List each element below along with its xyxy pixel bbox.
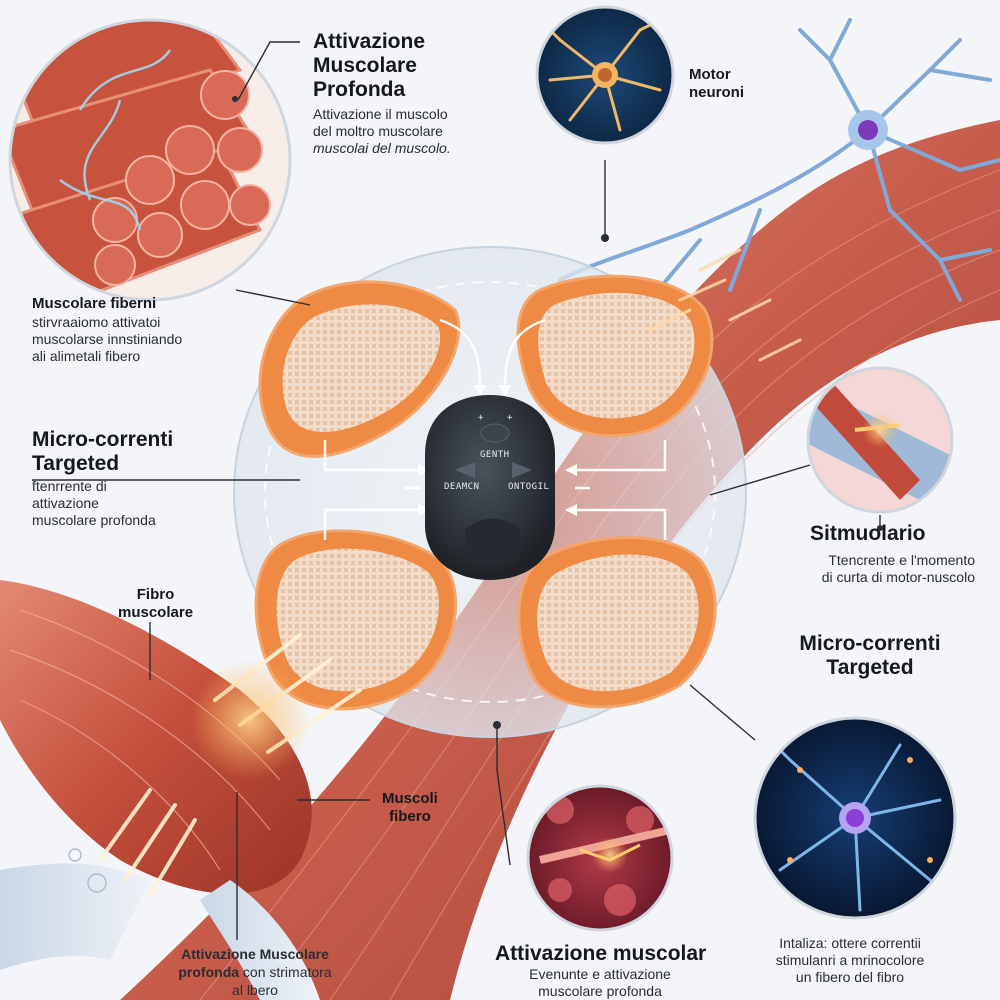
electrode-pad-bottom-right [517,536,717,709]
fiber-zoom [808,368,952,512]
top-body: Attivazione il muscolo del moltro muscol… [313,106,448,139]
bottom-left-body-inline: con strimatora [239,964,332,980]
neuron-zoom-top [537,7,673,143]
bottom-left-title: Attivazione Muscolare [181,946,329,962]
fibro-label: Fibro muscolare [118,586,194,621]
bottom-mid-title: Attivazione muscolar [495,942,707,965]
motor-label: Motor neuroni [689,66,744,101]
electrode-pad-bottom-left [254,529,457,711]
right-lower-title: Micro-correnti Targeted [799,632,941,679]
right-mid-title: Sitmuolario [810,522,926,545]
top-title: Attivazione Muscolare Profonda [313,30,426,101]
left-mid-title: Micro-correnti Targeted [32,428,174,475]
neuron-upper-right [558,18,1000,302]
left-upper-body: stirvraaiomo attivatoi muscolarse innsti… [32,314,183,364]
left-upper-title: Muscolare fiberni [32,295,157,312]
electrode-pad-top-left [258,280,461,458]
device-right-label[interactable]: ONTOGIL [508,482,550,492]
device-plus-left[interactable]: + [478,413,484,423]
bottom-right-body: Intaliza: ottere correntii stimulanri a … [775,935,925,985]
bottom-left-title-2: profonda [178,964,240,980]
top-body-italic: muscolai del muscolo. [313,140,451,156]
right-mid-body: Ttencrente e l'momento di curta di motor… [821,552,975,585]
bottom-mid-body: Evenunte e attivazione muscolare profond… [529,966,671,999]
bottom-left-caption: Attivazione Muscolare profonda con strim… [140,945,370,999]
muscle-activation-zoom [528,786,672,930]
left-mid-body: ftenrrente di attivazione muscolare prof… [32,478,156,528]
neuron-zoom-bottom [755,718,955,918]
lower-left-muscle [0,580,312,894]
stimulator-device [425,395,555,580]
muscoli-label: Muscoli fibero [382,790,438,825]
bottom-left-body-2: al lbero [232,982,278,998]
muscle-bundle-zoom [10,20,290,300]
device-left-label[interactable]: DEAMCN [444,482,480,492]
device-center-label: GENTH [480,450,510,460]
device-plus-right[interactable]: + [507,413,513,423]
electrode-pad-top-right [516,274,714,438]
